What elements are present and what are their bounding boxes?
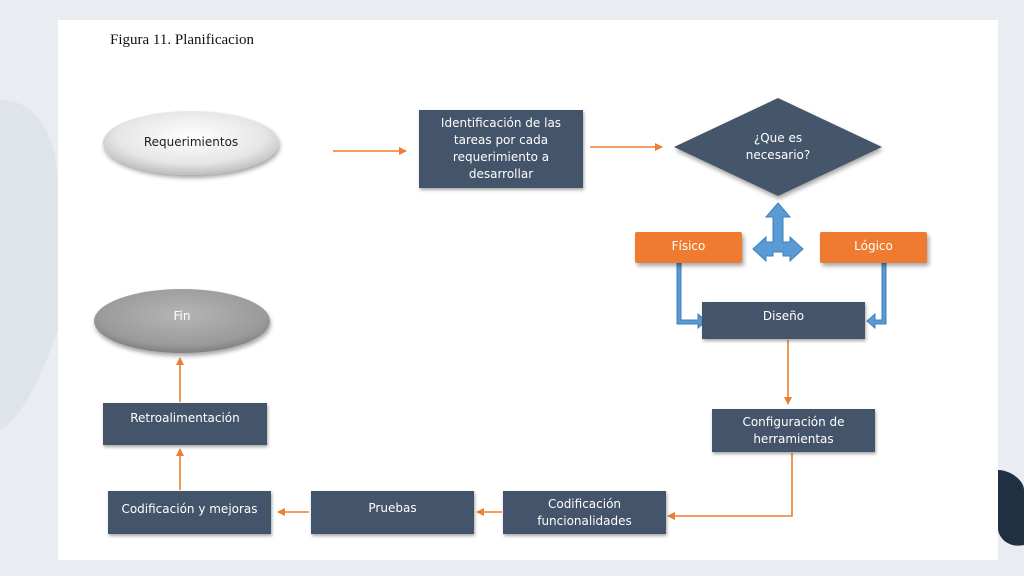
retroalimentacion-label: Retroalimentación xyxy=(130,410,240,425)
identificacion-label: Identificación de las tareas por cada re… xyxy=(440,116,562,181)
blue-arrow-logico-to-diseno xyxy=(866,262,887,330)
identificacion-box xyxy=(419,110,583,188)
requerimientos-label: Requerimientos xyxy=(143,134,239,149)
codificacion-funcionalidades-label: Codificación funcionalidades xyxy=(537,496,632,528)
diseno-box xyxy=(702,302,865,339)
fin-label: Fin xyxy=(173,308,191,323)
fin-ellipse xyxy=(94,289,270,353)
logico-label: Lógico xyxy=(854,238,893,253)
pruebas-box xyxy=(311,491,474,534)
que-es-necesario-label: ¿Que es necesario? xyxy=(745,131,811,162)
logico-box xyxy=(820,232,927,263)
retroalimentacion-box xyxy=(103,403,267,445)
diseno-label: Diseño xyxy=(762,308,805,323)
decision-diamond xyxy=(674,98,882,196)
figure-caption: Figura 11. Planificacion xyxy=(110,32,254,48)
codificacion-mejoras-label: Codificación y mejoras xyxy=(121,501,258,516)
fisico-label: Físico xyxy=(671,238,706,253)
codificacion-mejoras-box xyxy=(108,491,271,534)
corner-decoration xyxy=(998,470,1024,546)
blue-four-way-arrow xyxy=(752,202,804,263)
arrow-configuracion-to-codificacion xyxy=(667,453,793,520)
configuracion-label: Configuración de herramientas xyxy=(742,414,845,446)
pruebas-label: Pruebas xyxy=(368,500,417,515)
requerimientos-ellipse xyxy=(103,111,279,175)
fisico-box xyxy=(635,232,742,263)
configuracion-box xyxy=(712,409,875,452)
codificacion-funcionalidades-box xyxy=(503,491,666,534)
